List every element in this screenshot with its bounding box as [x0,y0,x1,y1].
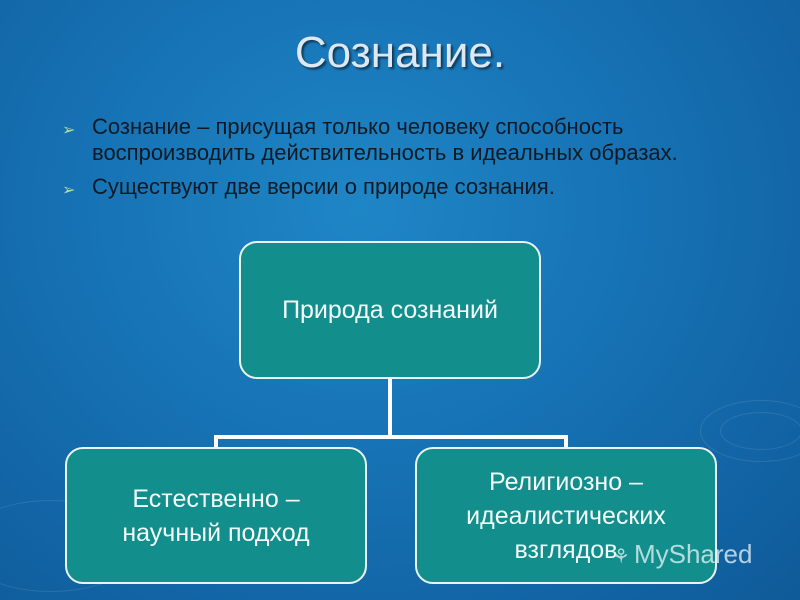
diagram-child-box-natural: Естественно – научный подход [65,447,367,584]
connector-horizontal [214,435,568,439]
watermark: ⚘MyShared [612,539,752,570]
bullet-text: Сознание – присущая только человеку спос… [92,114,678,165]
connector-left-drop [214,435,218,447]
slide-title: Сознание. [294,28,506,77]
background-ripple [700,400,800,462]
bullet-item: ➢ Сознание – присущая только человеку сп… [62,114,762,166]
diagram-child-box-religious: Религиозно – идеалистических взглядов [415,447,717,584]
diagram-child-label: Религиозно – идеалистических взглядов [466,467,666,564]
bullet-arrow-icon: ➢ [62,122,76,139]
diagram-root-box: Природа сознаний [239,241,541,379]
diagram-root-label: Природа сознаний [282,296,498,324]
connector-right-drop [564,435,568,447]
watermark-text: MyShared [633,539,753,569]
bullet-arrow-icon: ➢ [62,182,76,199]
watermark-logo-icon: ⚘ [612,546,630,568]
connector-vertical [388,379,392,437]
bullet-item: ➢ Существуют две версии о природе сознан… [62,174,762,200]
background-ripple [720,412,800,450]
bullet-list: ➢ Сознание – присущая только человеку сп… [62,114,762,208]
diagram-child-label: Естественно – научный подход [122,484,310,547]
bullet-text: Существуют две версии о природе сознания… [92,174,555,199]
